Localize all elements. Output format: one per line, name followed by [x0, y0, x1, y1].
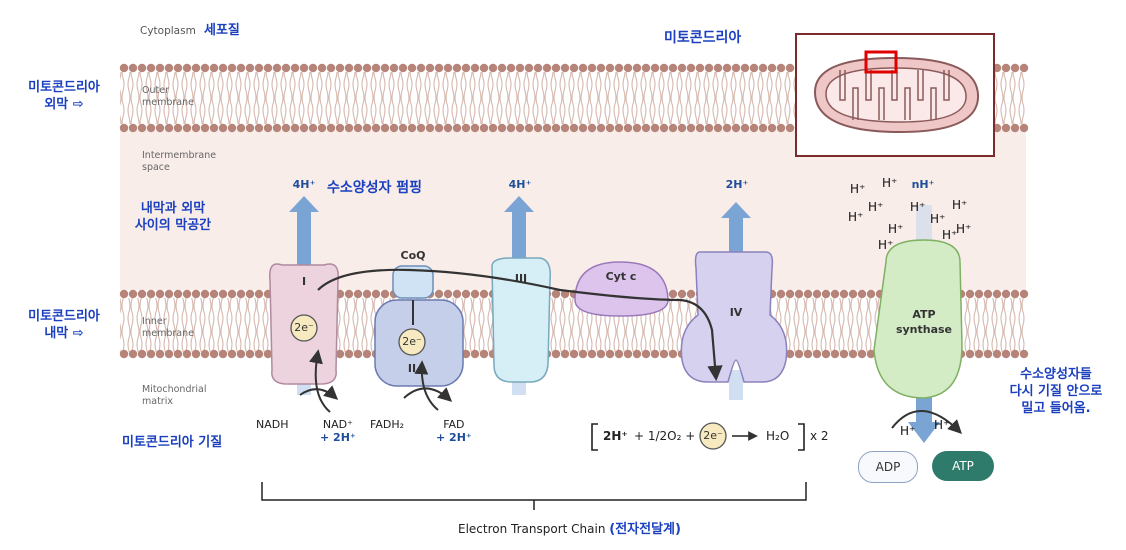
h-plus-label: H⁺ [882, 176, 898, 190]
atp-pill: ATP [932, 451, 994, 481]
etc-bracket [261, 482, 807, 510]
pump-label-atp: nH⁺ [911, 178, 935, 191]
h-plus-label: H⁺ [850, 182, 866, 196]
nad-label: NAD⁺ + 2H⁺ [320, 418, 356, 444]
complex-ii-label: II [407, 362, 417, 375]
h-plus-label: H⁺ [910, 200, 926, 214]
h-plus-label: H⁺ [952, 198, 968, 212]
complex-i-label: I [301, 275, 307, 288]
nadh-label: NADH [256, 418, 289, 431]
coq [392, 265, 434, 299]
electron-label-c2: 2e⁻ [402, 335, 422, 348]
cyt-c-label: Cyt c [605, 270, 637, 283]
complex-iii [491, 257, 552, 383]
pump-label-c1: 4H⁺ [292, 178, 316, 191]
h-plus-label: H⁺ [956, 222, 972, 236]
cytoplasm-label: Cytoplasm [140, 25, 196, 37]
atp-synthase [873, 239, 963, 399]
pump-arrows [289, 196, 940, 443]
h-plus-label: H⁺ [900, 424, 916, 438]
inner-membrane-kr-label: 미토콘드리아 내막 ⇨ [28, 309, 100, 341]
h-plus-label: H⁺ [930, 212, 946, 226]
h-plus-label: H⁺ [848, 210, 864, 224]
eq-h2o-label: H₂O [766, 429, 790, 443]
adp-pill: ADP [858, 451, 918, 483]
eq-multiplier-label: x 2 [810, 429, 829, 443]
arrow-right-icon: ⇨ [72, 97, 84, 112]
coq-label: CoQ [400, 249, 426, 262]
outer-membrane-kr-label: 미토콘드리아 외막 ⇨ [28, 80, 100, 112]
electron-label-c1: 2e⁻ [294, 321, 314, 334]
h-plus-label: H⁺ [888, 222, 904, 236]
mitochondrion-icon [813, 50, 980, 134]
eq-2h-label: 2H⁺ [603, 429, 628, 443]
h-plus-label: H⁺ [934, 418, 950, 432]
arrow-right-icon: ⇨ [72, 326, 84, 341]
complex-iii-label: III [514, 272, 528, 285]
fad-label: FAD + 2H⁺ [436, 418, 472, 444]
etc-label: Electron Transport Chain (전자전달계) [458, 522, 681, 537]
eq-mid-label: + 1/2O₂ + [634, 429, 696, 443]
complex-iv [680, 251, 788, 383]
pump-label-c4: 2H⁺ [725, 178, 749, 191]
mitochondrion-kr-label: 미토콘드리아 [664, 30, 742, 46]
fadh2-label: FADH₂ [370, 418, 404, 431]
complex-iv-label: IV [729, 306, 743, 319]
h-plus-label: H⁺ [878, 238, 894, 252]
proton-pump-kr-label: 수소양성자 펌핑 [327, 180, 423, 196]
h-plus-label: H⁺ [868, 200, 884, 214]
matrix-kr-label: 미토콘드리아 기질 [122, 435, 223, 450]
electron-path [317, 268, 723, 382]
h-plus-label: H⁺ [942, 228, 958, 242]
cytoplasm-kr-label: 세포질 [204, 23, 240, 38]
electron-label-c4: 2e⁻ [703, 429, 723, 442]
pump-label-c3: 4H⁺ [508, 178, 532, 191]
